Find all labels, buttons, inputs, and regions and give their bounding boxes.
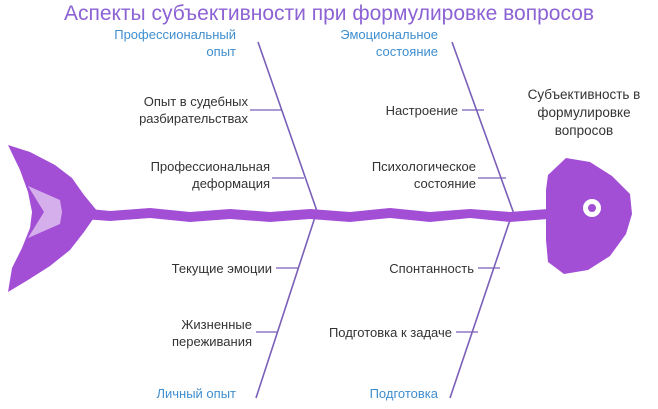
cause-bottom-left-1: Текущие эмоции <box>171 261 272 276</box>
cause-bottom-left-2: Жизненные переживания <box>171 317 252 349</box>
cause-top-left-1: Опыт в судебных разбирательствах <box>139 94 248 126</box>
cause-top-right-2: Психологическое состояние <box>371 159 476 191</box>
category-bottom-right: Подготовка <box>369 386 438 401</box>
fish-tail-fin <box>28 186 62 238</box>
category-bottom-left: Личный опыт <box>156 386 236 401</box>
bone-top-right <box>451 41 515 215</box>
bone-bottom-right <box>449 213 513 399</box>
bone-top-left <box>257 41 319 215</box>
cause-top-right-1: Настроение <box>385 103 458 118</box>
category-top-left: Профессиональный опыт <box>114 27 236 59</box>
fish-spine <box>70 207 548 222</box>
cause-bottom-right-2: Подготовка к задаче <box>328 325 452 340</box>
bone-bottom-left <box>255 213 317 399</box>
cause-top-left-2: Профессиональная деформация <box>150 159 270 191</box>
cause-bottom-right-1: Спонтанность <box>389 261 474 276</box>
fish-pupil <box>588 204 596 212</box>
diagram-title: Аспекты субъективности при формулировке … <box>63 2 595 25</box>
effect-label: Субъективность в формулировке вопросов <box>527 87 641 138</box>
category-top-right: Эмоциональное состояние <box>340 27 438 59</box>
